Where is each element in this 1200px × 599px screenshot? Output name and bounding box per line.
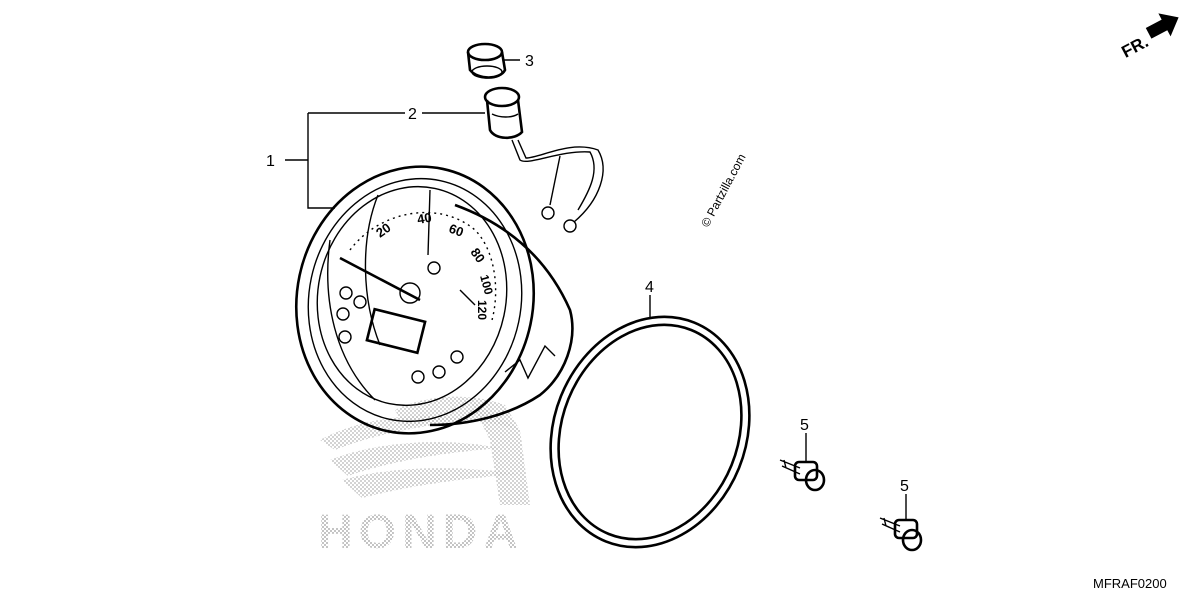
front-arrow-icon [1145,13,1179,39]
dial-number-60: 60 [447,221,466,240]
callout-2: 2 [408,106,417,123]
rubber-grommet [466,42,507,79]
screw-upper [779,459,826,492]
speedometer-assembly: 20 40 60 80 100 120 [294,165,574,435]
leader-lines [285,59,907,520]
callout-5-lower: 5 [900,478,909,495]
bulb-socket-harness [483,86,604,233]
front-direction-indicator: FR. [1118,13,1179,62]
screw-lower [879,517,923,552]
callout-3: 3 [525,53,534,70]
front-direction-label: FR. [1118,32,1151,62]
callout-4: 4 [645,279,654,296]
honda-wordmark-watermark: HONDA [318,506,524,559]
partzilla-watermark: © Partzilla.com [698,151,748,229]
dial-number-80: 80 [468,245,489,265]
dial-number-20: 20 [373,220,393,241]
diagram-code: MFRAF0200 [1093,576,1167,591]
o-ring-gasket [549,315,751,549]
callout-5-upper: 5 [800,417,809,434]
dial-number-40: 40 [416,210,433,227]
honda-wing-logo [320,396,530,505]
callout-1: 1 [266,153,275,170]
dial-number-120: 120 [475,300,489,320]
dial-number-100: 100 [477,273,496,296]
